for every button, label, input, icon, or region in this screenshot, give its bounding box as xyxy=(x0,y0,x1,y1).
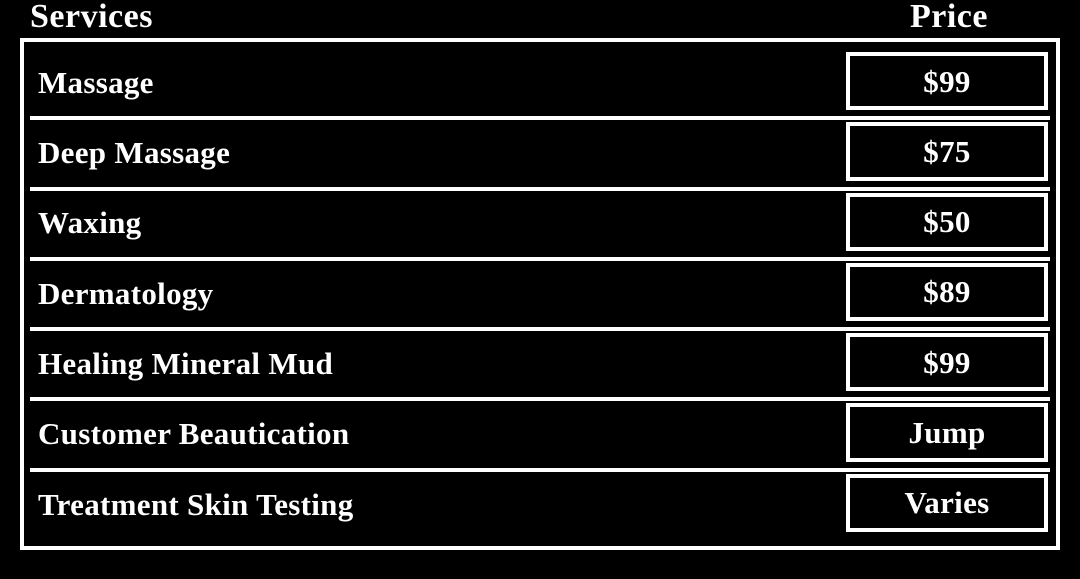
service-name: Waxing xyxy=(38,205,142,241)
price-cell: Jump xyxy=(846,403,1048,462)
table-row: Customer Beautication Jump xyxy=(30,401,1050,472)
service-cell: Dermatology xyxy=(30,261,844,327)
service-cell: Customer Beautication xyxy=(30,401,844,467)
price-cell: $75 xyxy=(846,122,1048,181)
table-row: Healing Mineral Mud $99 xyxy=(30,331,1050,402)
service-name: Dermatology xyxy=(38,275,214,311)
table-row: Deep Massage $75 xyxy=(30,120,1050,191)
table-header-row: Services Price xyxy=(0,0,1080,38)
service-name: Customer Beautication xyxy=(38,416,350,452)
column-header-service: Services xyxy=(30,0,153,35)
service-name: Healing Mineral Mud xyxy=(38,345,334,381)
service-cell: Massage xyxy=(30,50,844,116)
price-cell: $50 xyxy=(846,192,1048,251)
price-value: Varies xyxy=(904,485,990,521)
service-name: Deep Massage xyxy=(38,135,231,171)
price-cell: $99 xyxy=(846,333,1048,392)
price-cell: $89 xyxy=(846,262,1048,322)
column-header-price: Price xyxy=(910,0,988,35)
table-row: Massage $99 xyxy=(30,50,1050,121)
price-value: $99 xyxy=(923,63,971,99)
table-row: Waxing $50 xyxy=(30,191,1050,261)
price-cell: Varies xyxy=(846,473,1048,532)
service-cell: Healing Mineral Mud xyxy=(30,331,844,397)
price-value: $99 xyxy=(923,344,971,380)
table-frame: Massage $99 Deep Massage $75 Waxing xyxy=(20,38,1060,550)
service-name: Treatment Skin Testing xyxy=(38,486,354,522)
price-value: $89 xyxy=(923,274,971,310)
price-cell: $99 xyxy=(846,52,1048,111)
service-cell: Treatment Skin Testing xyxy=(30,472,844,538)
service-cell: Deep Massage xyxy=(30,120,844,186)
table-row: Treatment Skin Testing Varies xyxy=(30,472,1050,538)
table-body: Massage $99 Deep Massage $75 Waxing xyxy=(24,42,1056,546)
service-cell: Waxing xyxy=(30,191,844,257)
table-row: Dermatology $89 xyxy=(30,261,1050,332)
price-value: $50 xyxy=(923,204,971,240)
service-name: Massage xyxy=(38,64,154,100)
price-value: Jump xyxy=(908,415,986,451)
price-value: $75 xyxy=(923,133,971,169)
